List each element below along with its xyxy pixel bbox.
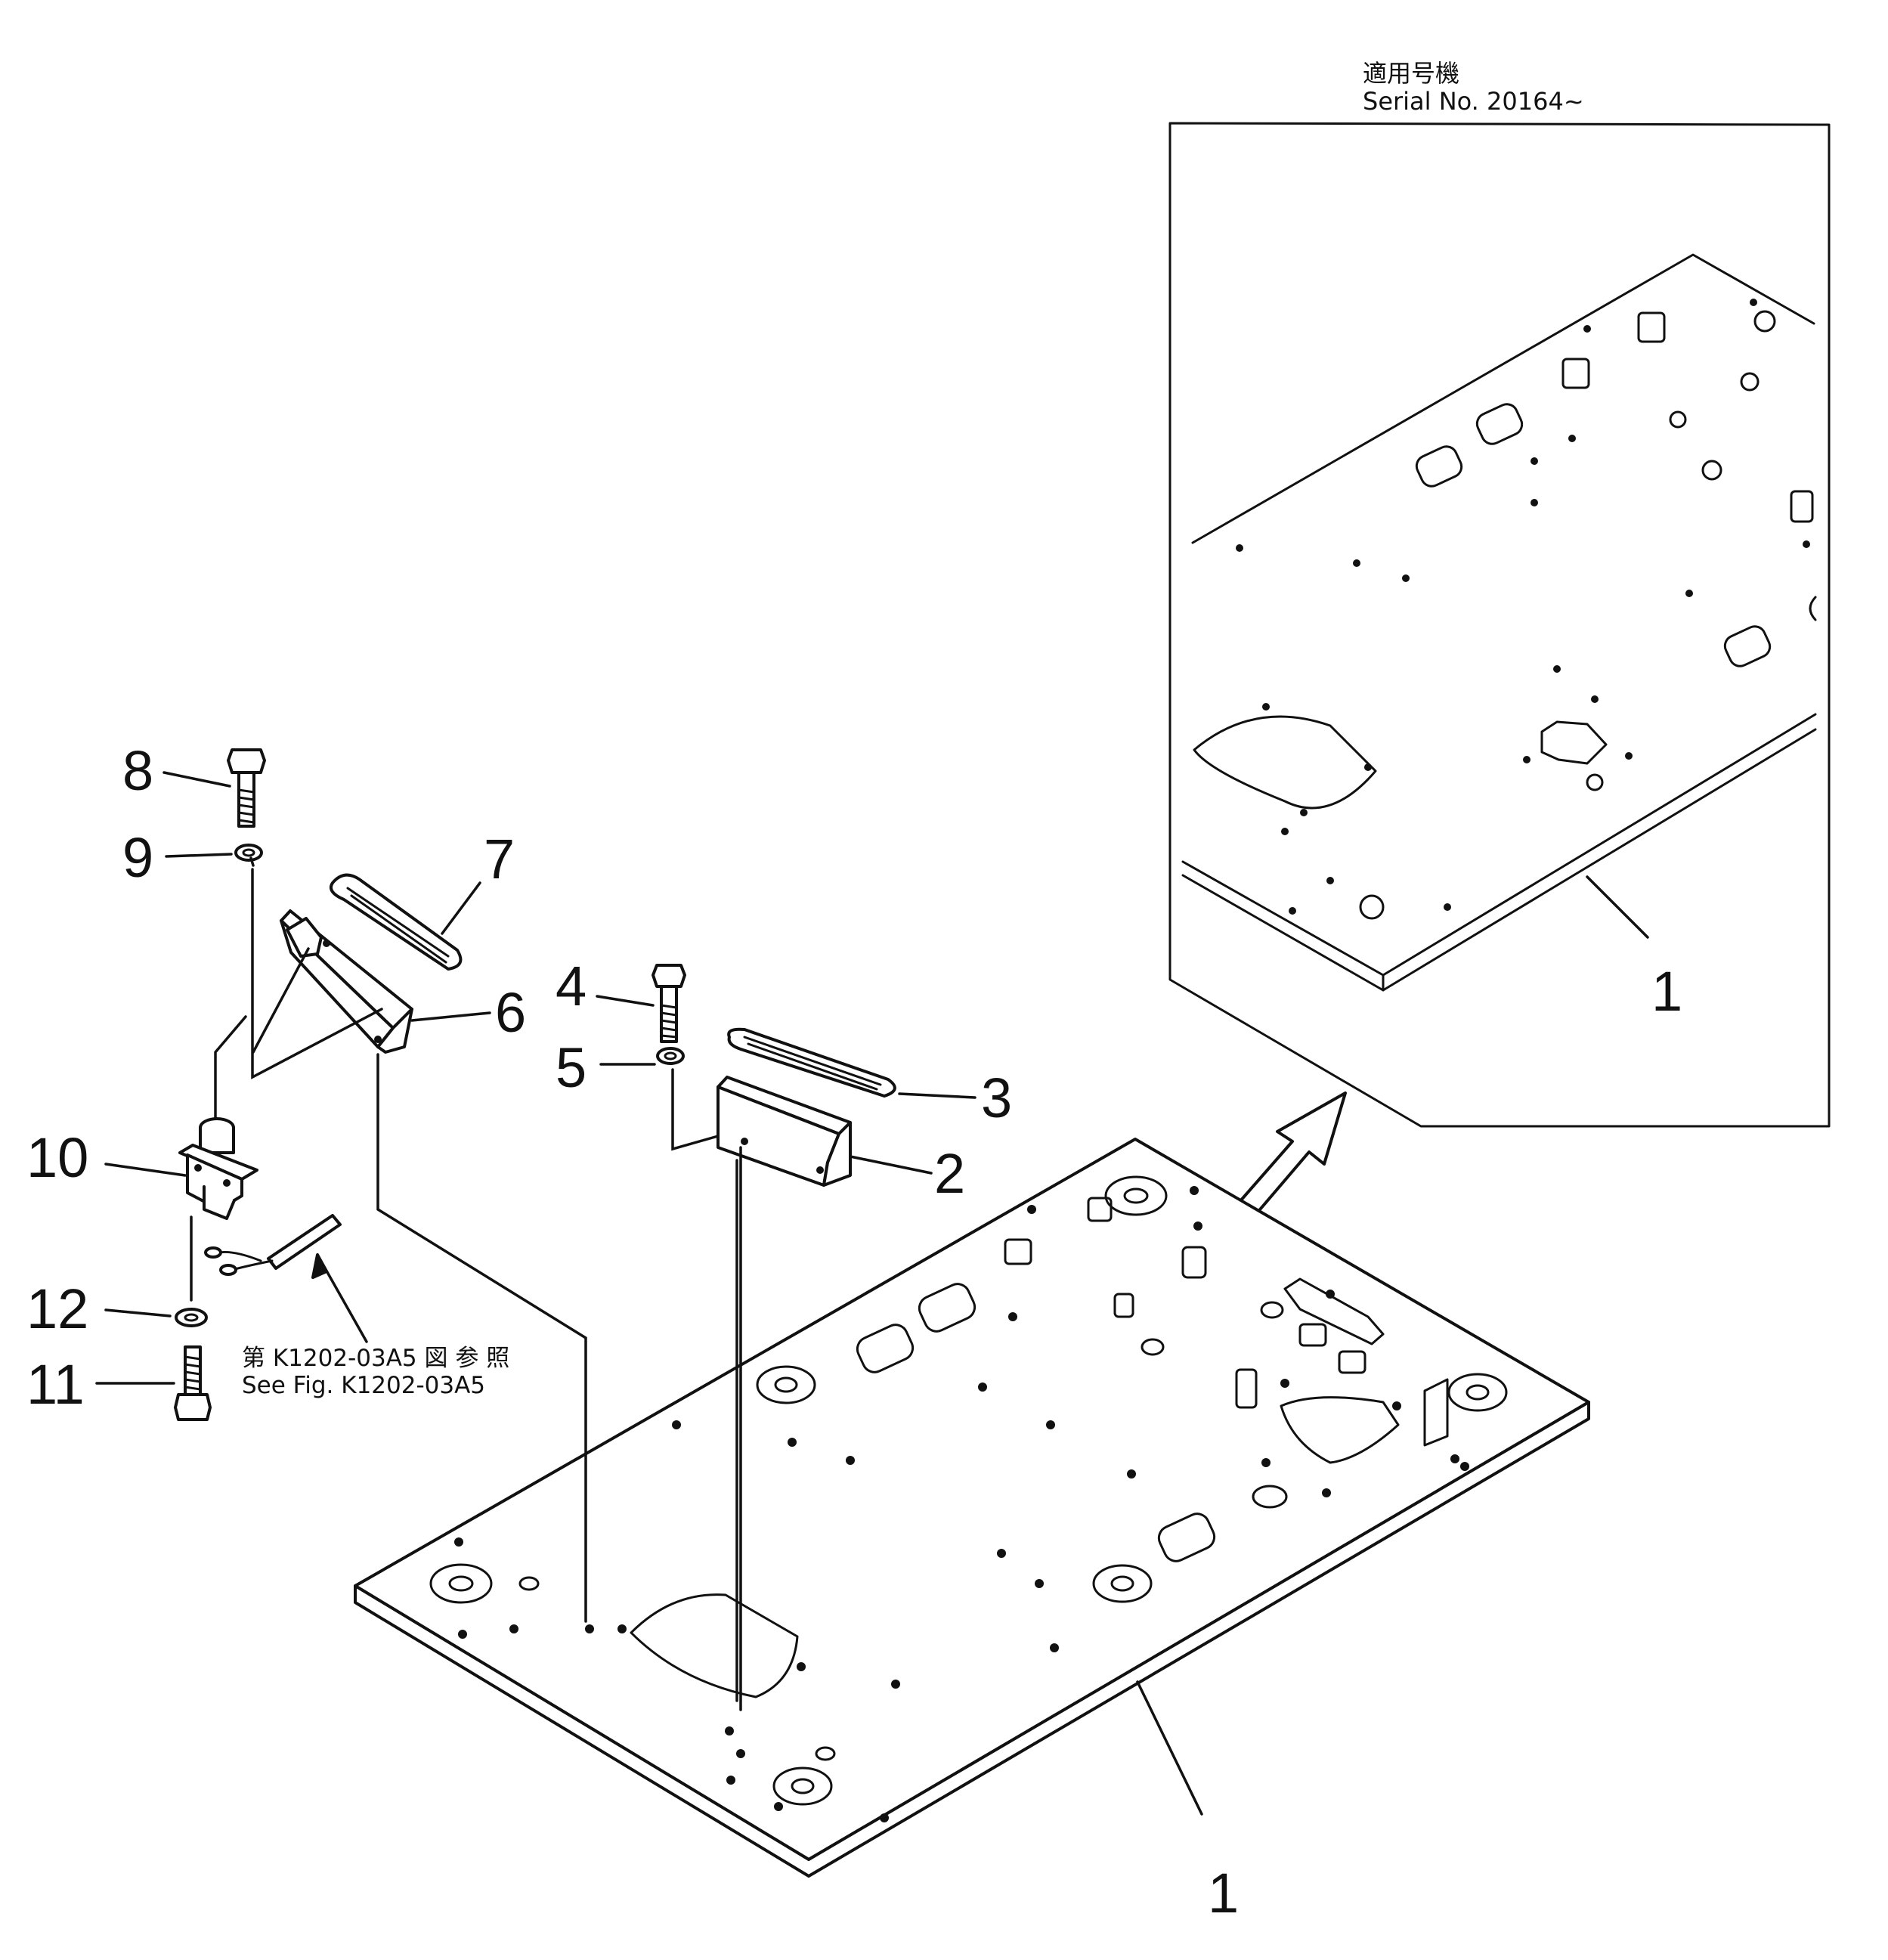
plate-triangular-port	[1280, 1396, 1400, 1464]
callout-1-inset: 1	[1651, 960, 1682, 1023]
plate-bosses	[429, 1175, 1508, 1806]
leader-3	[898, 1092, 976, 1099]
leader-6	[410, 1011, 491, 1022]
switch-assembly: 10 12 11 第 K1202-03A5 図 参 照 See Fig. K12…	[26, 1117, 509, 1421]
callout-3: 3	[981, 1067, 1012, 1129]
callout-9: 9	[122, 826, 153, 889]
left-pedal-assembly: 8 9 7 6	[122, 739, 587, 1623]
callout-2: 2	[934, 1142, 965, 1205]
serial-inset: 適用号機 Serial No. 20164~	[1168, 59, 1831, 1128]
inset-grommet-3	[1723, 625, 1772, 667]
bracket-6-icon	[280, 909, 413, 1054]
washer-5-icon	[656, 1047, 685, 1065]
callout-8: 8	[122, 739, 153, 802]
washer-9-icon	[234, 844, 263, 862]
inset-stud-3	[1790, 490, 1814, 523]
callout-11: 11	[26, 1353, 85, 1416]
switch-10-icon	[178, 1117, 258, 1220]
callout-7: 7	[484, 828, 515, 890]
callout-6: 6	[495, 981, 526, 1044]
leader-7	[441, 881, 481, 935]
plate-studs	[1004, 1197, 1449, 1464]
reference-arrow-icon	[311, 1253, 328, 1279]
bolt-8-icon	[227, 748, 266, 828]
floor-opening	[630, 1593, 799, 1698]
inset-grommet-2	[1475, 403, 1524, 445]
plate-holes	[454, 1186, 1469, 1822]
serial-label-en: Serial No. 20164~	[1363, 87, 1584, 116]
inset-plate-thickness	[1181, 728, 1817, 992]
callout-1: 1	[1208, 1862, 1239, 1924]
floor-plate-top	[354, 1138, 1590, 1861]
leader-10	[104, 1163, 187, 1177]
wire-harness-icon	[204, 1214, 342, 1276]
bracket-2-icon	[717, 1076, 852, 1187]
right-pedal-assembly: 4 5 3 2	[556, 955, 1012, 1711]
inset-floor-cutout	[1193, 715, 1377, 810]
plate-grommet-2	[918, 1283, 976, 1333]
pad-7-icon	[329, 873, 463, 971]
leader-12	[104, 1308, 172, 1318]
leader-8	[162, 771, 231, 788]
inset-mount-pad	[1540, 720, 1608, 765]
plate-grommet-1	[856, 1324, 915, 1373]
inset-grommet-1	[1415, 445, 1463, 488]
plate-grommet-3	[1157, 1513, 1216, 1562]
floor-plate: 1	[354, 1138, 1590, 1924]
callout-4: 4	[556, 955, 587, 1017]
reference-note-en: See Fig. K1202-03A5	[242, 1372, 485, 1399]
plate-leader-1	[1136, 1680, 1203, 1816]
serial-label-jp: 適用号機	[1363, 59, 1459, 88]
arrow-to-inset-icon	[1238, 1091, 1347, 1215]
inset-plate-front-edge	[1181, 713, 1817, 977]
plate-mount-bracket	[1423, 1378, 1449, 1447]
bolt-4-icon	[652, 964, 686, 1043]
callout-5: 5	[556, 1036, 587, 1099]
floor-plate-side	[354, 1401, 1590, 1878]
inset-plate-top-edge	[1191, 253, 1815, 544]
reference-note-jp: 第 K1202-03A5 図 参 照	[242, 1345, 509, 1372]
leader-9	[165, 853, 233, 858]
inset-stud-1	[1637, 311, 1666, 343]
inset-frame	[1168, 122, 1831, 1128]
pad-3-icon	[727, 1027, 896, 1098]
leader-4	[596, 995, 655, 1007]
leader-2	[849, 1155, 933, 1175]
inset-leader-1	[1586, 875, 1649, 939]
bolt-11-icon	[174, 1345, 212, 1421]
washer-12-icon	[175, 1308, 208, 1327]
callout-10: 10	[26, 1126, 88, 1189]
inset-floor-plate	[1181, 253, 1817, 992]
callout-12: 12	[26, 1277, 88, 1340]
inset-stud-2	[1561, 358, 1590, 389]
